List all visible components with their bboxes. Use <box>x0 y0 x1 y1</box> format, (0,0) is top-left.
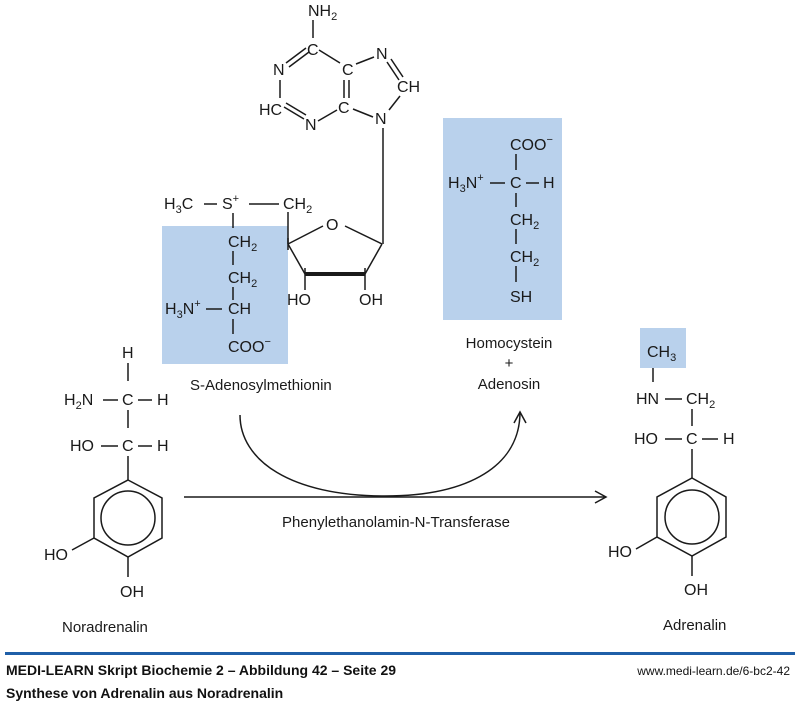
cofactor-curved-arrow <box>239 410 527 497</box>
svg-text:HO: HO <box>287 292 311 309</box>
svg-text:HO: HO <box>70 438 94 455</box>
svg-text:H3N+: H3N+ <box>448 172 484 195</box>
svg-text:H3N+: H3N+ <box>165 298 201 321</box>
atom-n7: N <box>376 46 388 63</box>
sam-label: S-Adenosylmethionin <box>190 377 332 394</box>
adrenalin-label: Adrenalin <box>663 617 726 634</box>
footer-subtitle: Synthese von Adrenalin aus Noradrenalin <box>6 685 284 701</box>
svg-text:HO: HO <box>44 547 68 564</box>
svg-text:CH2: CH2 <box>228 270 257 290</box>
adenosin-label: Adenosin <box>478 376 541 393</box>
svg-text:C: C <box>686 431 698 448</box>
svg-text:H: H <box>543 175 555 192</box>
homocysteine-structure: COO− H3N+ C H CH2 CH2 SH <box>448 134 555 306</box>
svg-text:CH2: CH2 <box>510 249 539 269</box>
svg-text:CH3: CH3 <box>647 344 676 364</box>
atom-nh2: NH <box>308 3 331 20</box>
svg-text:COO−: COO− <box>510 134 553 154</box>
sam-structure: H3C S+ CH2 CH2 CH2 H3N+ CH COO− O HO OH <box>164 193 383 356</box>
atom-hc2: HC <box>259 102 282 119</box>
svg-text:OH: OH <box>120 584 144 601</box>
adrenalin-structure: CH3 HN CH2 HO C H HO OH <box>608 344 735 599</box>
svg-text:H2N: H2N <box>64 392 93 412</box>
atom-nh2-sub: 2 <box>331 11 337 23</box>
noradrenalin-label: Noradrenalin <box>62 619 148 636</box>
footer-title: MEDI-LEARN Skript Biochemie 2 – Abbildun… <box>6 662 397 678</box>
aromatic-circle <box>100 490 156 546</box>
atom-c6: C <box>307 42 319 59</box>
svg-text:HO: HO <box>634 431 658 448</box>
adenine-structure: NH2 C N HC N C C N CH N <box>259 3 420 244</box>
aromatic-circle <box>664 489 720 545</box>
svg-text:OH: OH <box>684 582 708 599</box>
footer-divider <box>5 652 795 655</box>
svg-text:CH2: CH2 <box>228 234 257 254</box>
svg-text:S+: S+ <box>222 193 239 213</box>
svg-text:COO−: COO− <box>228 336 271 356</box>
footer-url: www.medi-learn.de/6-bc2-42 <box>637 664 790 678</box>
svg-text:CH2: CH2 <box>510 212 539 232</box>
svg-text:CH2: CH2 <box>686 391 715 411</box>
enzyme-label: Phenylethanolamin-N-Transferase <box>282 514 510 531</box>
svg-text:C: C <box>122 392 134 409</box>
atom-o-ring: O <box>326 217 338 234</box>
atom-n3: N <box>305 117 317 134</box>
atom-c4: C <box>338 100 350 117</box>
svg-text:C: C <box>122 438 134 455</box>
atom-n9: N <box>375 111 387 128</box>
homocysteine-highlight <box>443 118 562 320</box>
svg-text:H: H <box>723 431 735 448</box>
svg-text:H3C: H3C <box>164 196 193 216</box>
methyl-group-highlight <box>640 328 686 368</box>
atom-s: S <box>222 196 233 213</box>
noradrenalin-structure: H H2N C H HO C H HO OH <box>44 345 169 601</box>
plus-sign: + <box>505 355 514 372</box>
homocysteine-label: Homocystein <box>466 335 553 352</box>
svg-text:NH2: NH2 <box>308 3 337 23</box>
svg-text:HN: HN <box>636 391 659 408</box>
svg-text:CH2: CH2 <box>283 196 312 216</box>
reaction-diagram: NH2 C N HC N C C N CH N H <box>44 3 735 636</box>
sam-methionine-highlight <box>162 226 288 364</box>
svg-text:C: C <box>510 175 522 192</box>
svg-text:SH: SH <box>510 289 532 306</box>
atom-c5: C <box>342 62 354 79</box>
svg-text:H: H <box>157 438 169 455</box>
svg-text:H: H <box>122 345 134 362</box>
svg-text:OH: OH <box>359 292 383 309</box>
atom-n1: N <box>273 62 285 79</box>
svg-text:CH: CH <box>228 301 251 318</box>
svg-text:HO: HO <box>608 544 632 561</box>
atom-ch8: CH <box>397 79 420 96</box>
svg-text:H: H <box>157 392 169 409</box>
